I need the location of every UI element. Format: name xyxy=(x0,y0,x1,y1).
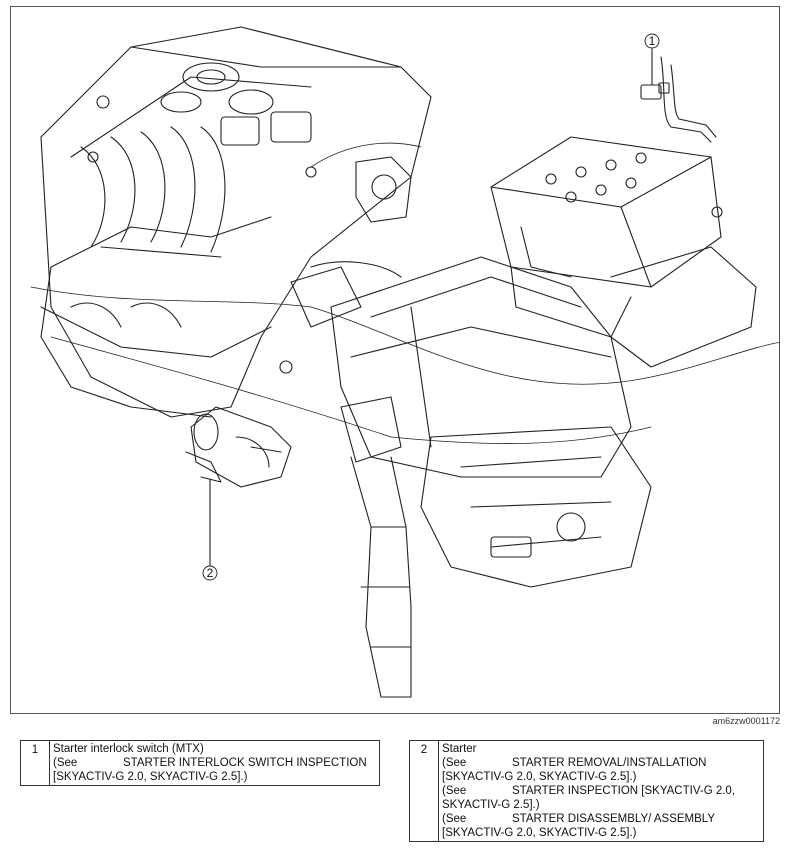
cross-reference-text[interactable]: STARTER INTERLOCK SWITCH INSPECTION [SKY… xyxy=(53,757,367,783)
callout-1: 1 xyxy=(648,34,656,48)
see-prefix: (See xyxy=(442,757,467,769)
legend-number: 2 xyxy=(409,740,439,842)
callout-2: 2 xyxy=(206,566,214,580)
see-prefix: (See xyxy=(53,757,78,769)
starter-interlock-switch xyxy=(640,48,717,143)
legend-number: 1 xyxy=(20,740,50,786)
battery xyxy=(490,136,757,368)
cross-reference-text[interactable]: STARTER REMOVAL/INSTALLATION [SKYACTIV-G… xyxy=(442,757,707,783)
callout-circle-2 xyxy=(202,565,218,581)
cross-reference-text[interactable]: STARTER DISASSEMBLY/ ASSEMBLY [SKYACTIV-… xyxy=(442,813,715,839)
legend-title: Starter interlock switch (MTX) xyxy=(53,743,204,755)
engine-bay-illustration: 1 2 xyxy=(10,6,780,714)
wiring-harness xyxy=(30,142,779,444)
engine-block xyxy=(40,26,432,418)
air-cleaner-and-transmission xyxy=(290,256,652,698)
cross-reference-text[interactable]: STARTER INSPECTION [SKYACTIV-G 2.0, SKYA… xyxy=(442,785,736,811)
see-prefix: (See xyxy=(442,785,467,797)
callout-circle-1 xyxy=(644,33,660,49)
engine-line-drawing xyxy=(30,26,779,698)
see-prefix: (See xyxy=(442,813,467,825)
figure-code: am6zzw0001172 xyxy=(712,716,780,726)
starter-motor xyxy=(185,406,292,566)
legend-title: Starter xyxy=(442,743,477,755)
